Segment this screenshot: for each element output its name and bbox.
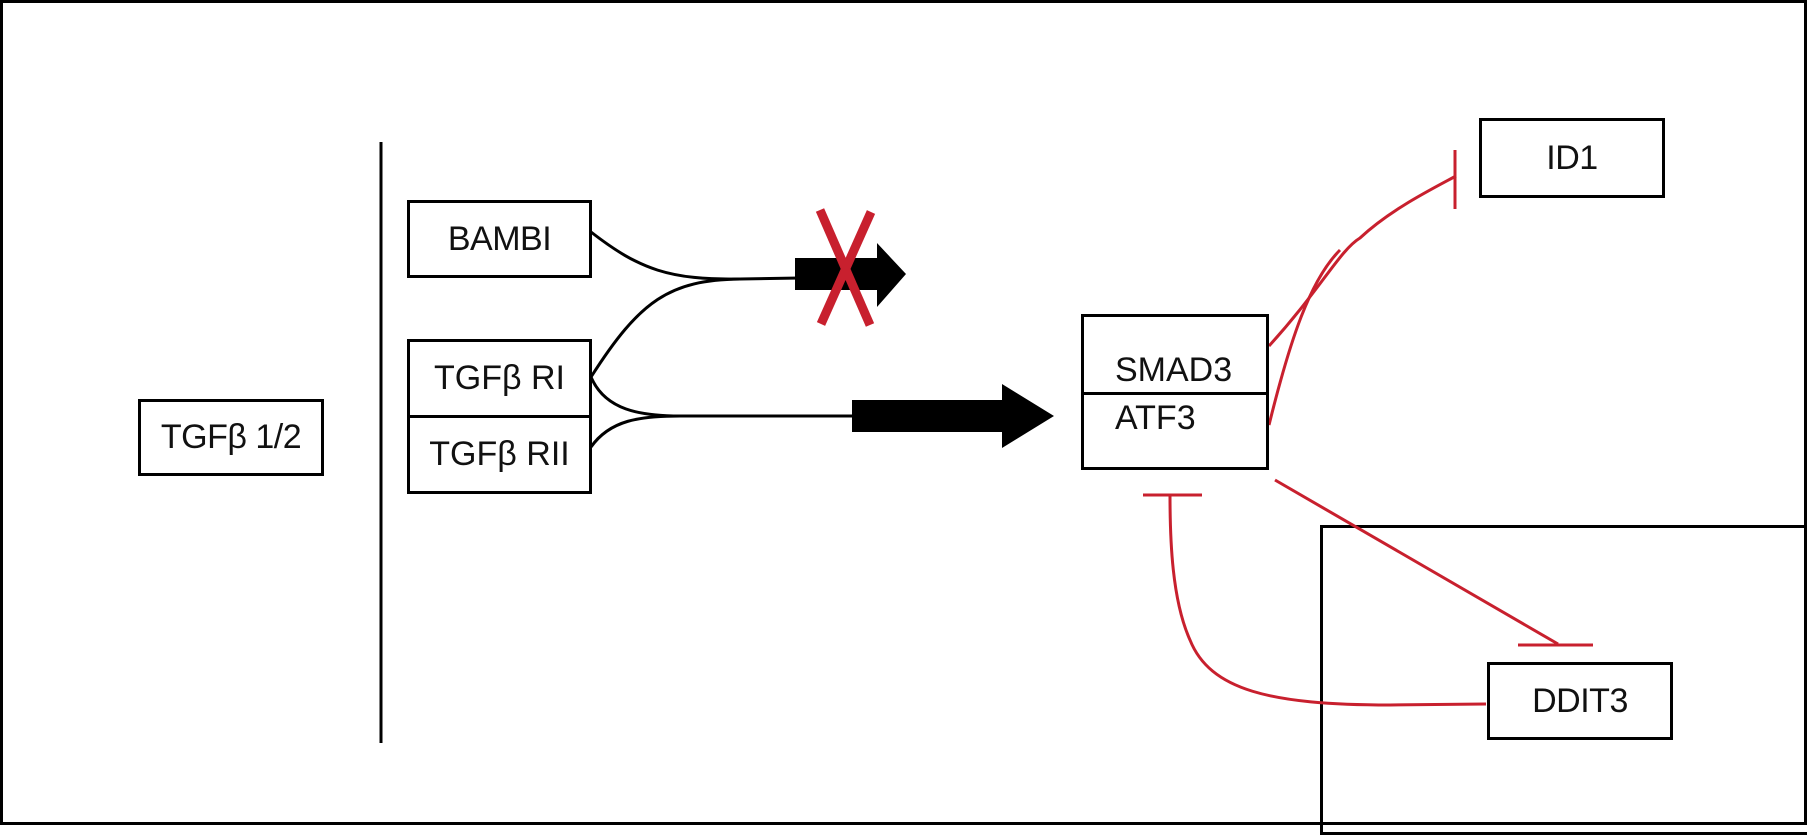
- node-atf3: ATF3: [1084, 395, 1266, 467]
- receptor1-to-smad-connector: [589, 376, 860, 418]
- node-label: TGFβ RII: [429, 435, 570, 473]
- node-ddit3: DDIT3: [1487, 662, 1673, 740]
- ddit3-to-smad-inhibition: [1168, 494, 1487, 707]
- node-label: TGFβ RI: [434, 359, 565, 397]
- atf3-to-id1-inhibition: [1267, 248, 1342, 426]
- receptor1-to-blocked-connector: [589, 277, 741, 378]
- block-x-icon: [815, 208, 876, 327]
- smad-to-ddit3-inhibition: [1274, 478, 1559, 646]
- node-label: TGFβ 1/2: [160, 418, 302, 456]
- bambi-connector: [590, 230, 801, 281]
- node-tgfb-receptor-complex: TGFβ RI TGFβ RII: [407, 339, 592, 494]
- node-smad3-atf3-complex: SMAD3 ATF3: [1081, 314, 1269, 470]
- node-smad3: SMAD3: [1084, 317, 1266, 395]
- node-tgfb-r2: TGFβ RII: [410, 418, 589, 491]
- node-label: DDIT3: [1532, 681, 1628, 720]
- node-label: ID1: [1546, 138, 1598, 177]
- node-tgfb-ligand: TGFβ 1/2: [138, 399, 324, 476]
- activation-arrow: [852, 384, 1054, 448]
- node-tgfb-r1: TGFβ RI: [410, 342, 589, 418]
- node-label: BAMBI: [447, 219, 552, 258]
- smad3-to-id1-inhibition: [1267, 174, 1457, 348]
- node-id1: ID1: [1479, 118, 1665, 198]
- node-label: ATF3: [1115, 399, 1196, 437]
- node-bambi: BAMBI: [407, 200, 592, 278]
- node-label: SMAD3: [1115, 351, 1233, 389]
- receptor2-to-smad-connector: [589, 414, 681, 448]
